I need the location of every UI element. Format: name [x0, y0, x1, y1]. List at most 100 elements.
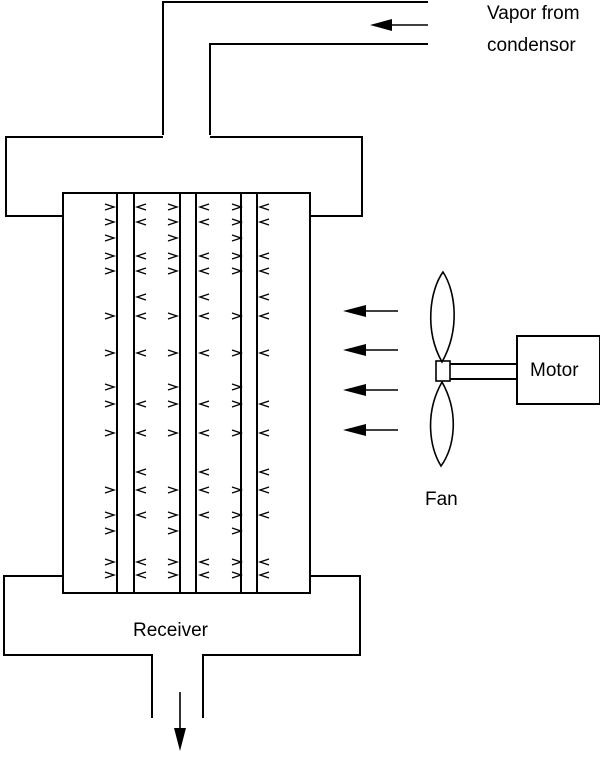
- outlet-arrow: [174, 692, 186, 751]
- fin-mark: [104, 558, 117, 566]
- motor-label: Motor: [530, 360, 579, 381]
- fin-mark: [231, 511, 244, 519]
- fin-mark: [197, 558, 210, 566]
- fin-mark: [197, 468, 210, 476]
- fin-mark: [197, 203, 210, 211]
- fin-mark: [231, 312, 244, 320]
- fin-mark: [197, 511, 210, 519]
- fin-mark: [104, 349, 117, 357]
- fin-mark: [167, 486, 180, 494]
- fin-mark: [231, 267, 244, 275]
- top-header: [5, 136, 363, 217]
- fin-mark: [134, 218, 147, 226]
- receiver: [3, 575, 361, 718]
- fin-mark: [197, 218, 210, 226]
- fin-mark: [231, 429, 244, 437]
- receiver-label: Receiver: [133, 620, 209, 641]
- fin-mark: [257, 349, 270, 357]
- fin-mark: [231, 203, 244, 211]
- fin-mark: [167, 400, 180, 408]
- fin-mark: [134, 486, 147, 494]
- fin-mark: [104, 203, 117, 211]
- fin-mark: [197, 293, 210, 301]
- vapor-inlet-arrow: [370, 19, 428, 31]
- fin-mark: [197, 349, 210, 357]
- fin-mark: [104, 252, 117, 260]
- motor-shaft: [450, 363, 517, 380]
- fin-mark: [104, 218, 117, 226]
- air-flow-arrow: [343, 344, 398, 356]
- fan-blade-bottom: [429, 380, 454, 468]
- fin-mark: [167, 218, 180, 226]
- fin-mark: [231, 234, 244, 242]
- fin-mark: [257, 429, 270, 437]
- fin-mark: [104, 511, 117, 519]
- fin-mark: [104, 527, 117, 535]
- fin-mark: [257, 571, 270, 579]
- fin-mark: [167, 267, 180, 275]
- fin-mark: [134, 571, 147, 579]
- fin-mark: [257, 400, 270, 408]
- fin-mark: [134, 267, 147, 275]
- fin-mark: [257, 558, 270, 566]
- fin-mark: [134, 312, 147, 320]
- fin-mark: [134, 349, 147, 357]
- fin-mark: [134, 400, 147, 408]
- fin-mark: [231, 571, 244, 579]
- fin-mark: [167, 527, 180, 535]
- air-flow-arrow: [343, 305, 398, 317]
- fin-mark: [231, 218, 244, 226]
- fin-mark: [197, 312, 210, 320]
- fin-mark: [167, 511, 180, 519]
- fin-mark: [167, 234, 180, 242]
- fin-mark: [257, 468, 270, 476]
- fin-mark: [231, 486, 244, 494]
- vapor-label-line1: Vapor from: [487, 3, 580, 24]
- fan-blade-top: [430, 270, 455, 364]
- fin-mark: [104, 486, 117, 494]
- fin-mark: [197, 486, 210, 494]
- fin-mark: [257, 267, 270, 275]
- fin-mark: [197, 400, 210, 408]
- fin-mark: [134, 558, 147, 566]
- fin-mark: [167, 203, 180, 211]
- fin-mark: [104, 400, 117, 408]
- condenser-core: [62, 192, 311, 594]
- inlet-pipe: [162, 1, 428, 135]
- fin-mark: [134, 468, 147, 476]
- fin-mark: [257, 218, 270, 226]
- motor-box: [516, 335, 600, 405]
- fin-mark: [167, 383, 180, 391]
- fin-mark: [257, 203, 270, 211]
- fin-mark: [104, 571, 117, 579]
- fin-mark: [231, 252, 244, 260]
- fin-mark: [134, 293, 147, 301]
- fin-mark: [134, 252, 147, 260]
- fin-mark: [134, 429, 147, 437]
- fin-mark: [104, 234, 117, 242]
- fin-mark: [197, 252, 210, 260]
- fin-mark: [104, 383, 117, 391]
- fin-mark: [231, 527, 244, 535]
- fin-mark: [231, 349, 244, 357]
- fin-mark: [167, 349, 180, 357]
- fin-mark: [134, 203, 147, 211]
- fin-mark: [104, 429, 117, 437]
- fan-hub: [435, 360, 451, 382]
- fin-mark: [167, 252, 180, 260]
- fin-mark: [134, 511, 147, 519]
- fin-mark: [167, 558, 180, 566]
- air-flow-arrow: [343, 384, 398, 396]
- fin-mark: [104, 312, 117, 320]
- cooling-fins: [104, 203, 270, 579]
- fin-mark: [231, 383, 244, 391]
- fin-mark: [231, 400, 244, 408]
- fin-mark: [197, 571, 210, 579]
- air-flow-arrow: [343, 424, 398, 436]
- fin-mark: [197, 267, 210, 275]
- fin-mark: [257, 252, 270, 260]
- fan: [429, 270, 455, 468]
- fin-mark: [257, 486, 270, 494]
- fin-mark: [257, 312, 270, 320]
